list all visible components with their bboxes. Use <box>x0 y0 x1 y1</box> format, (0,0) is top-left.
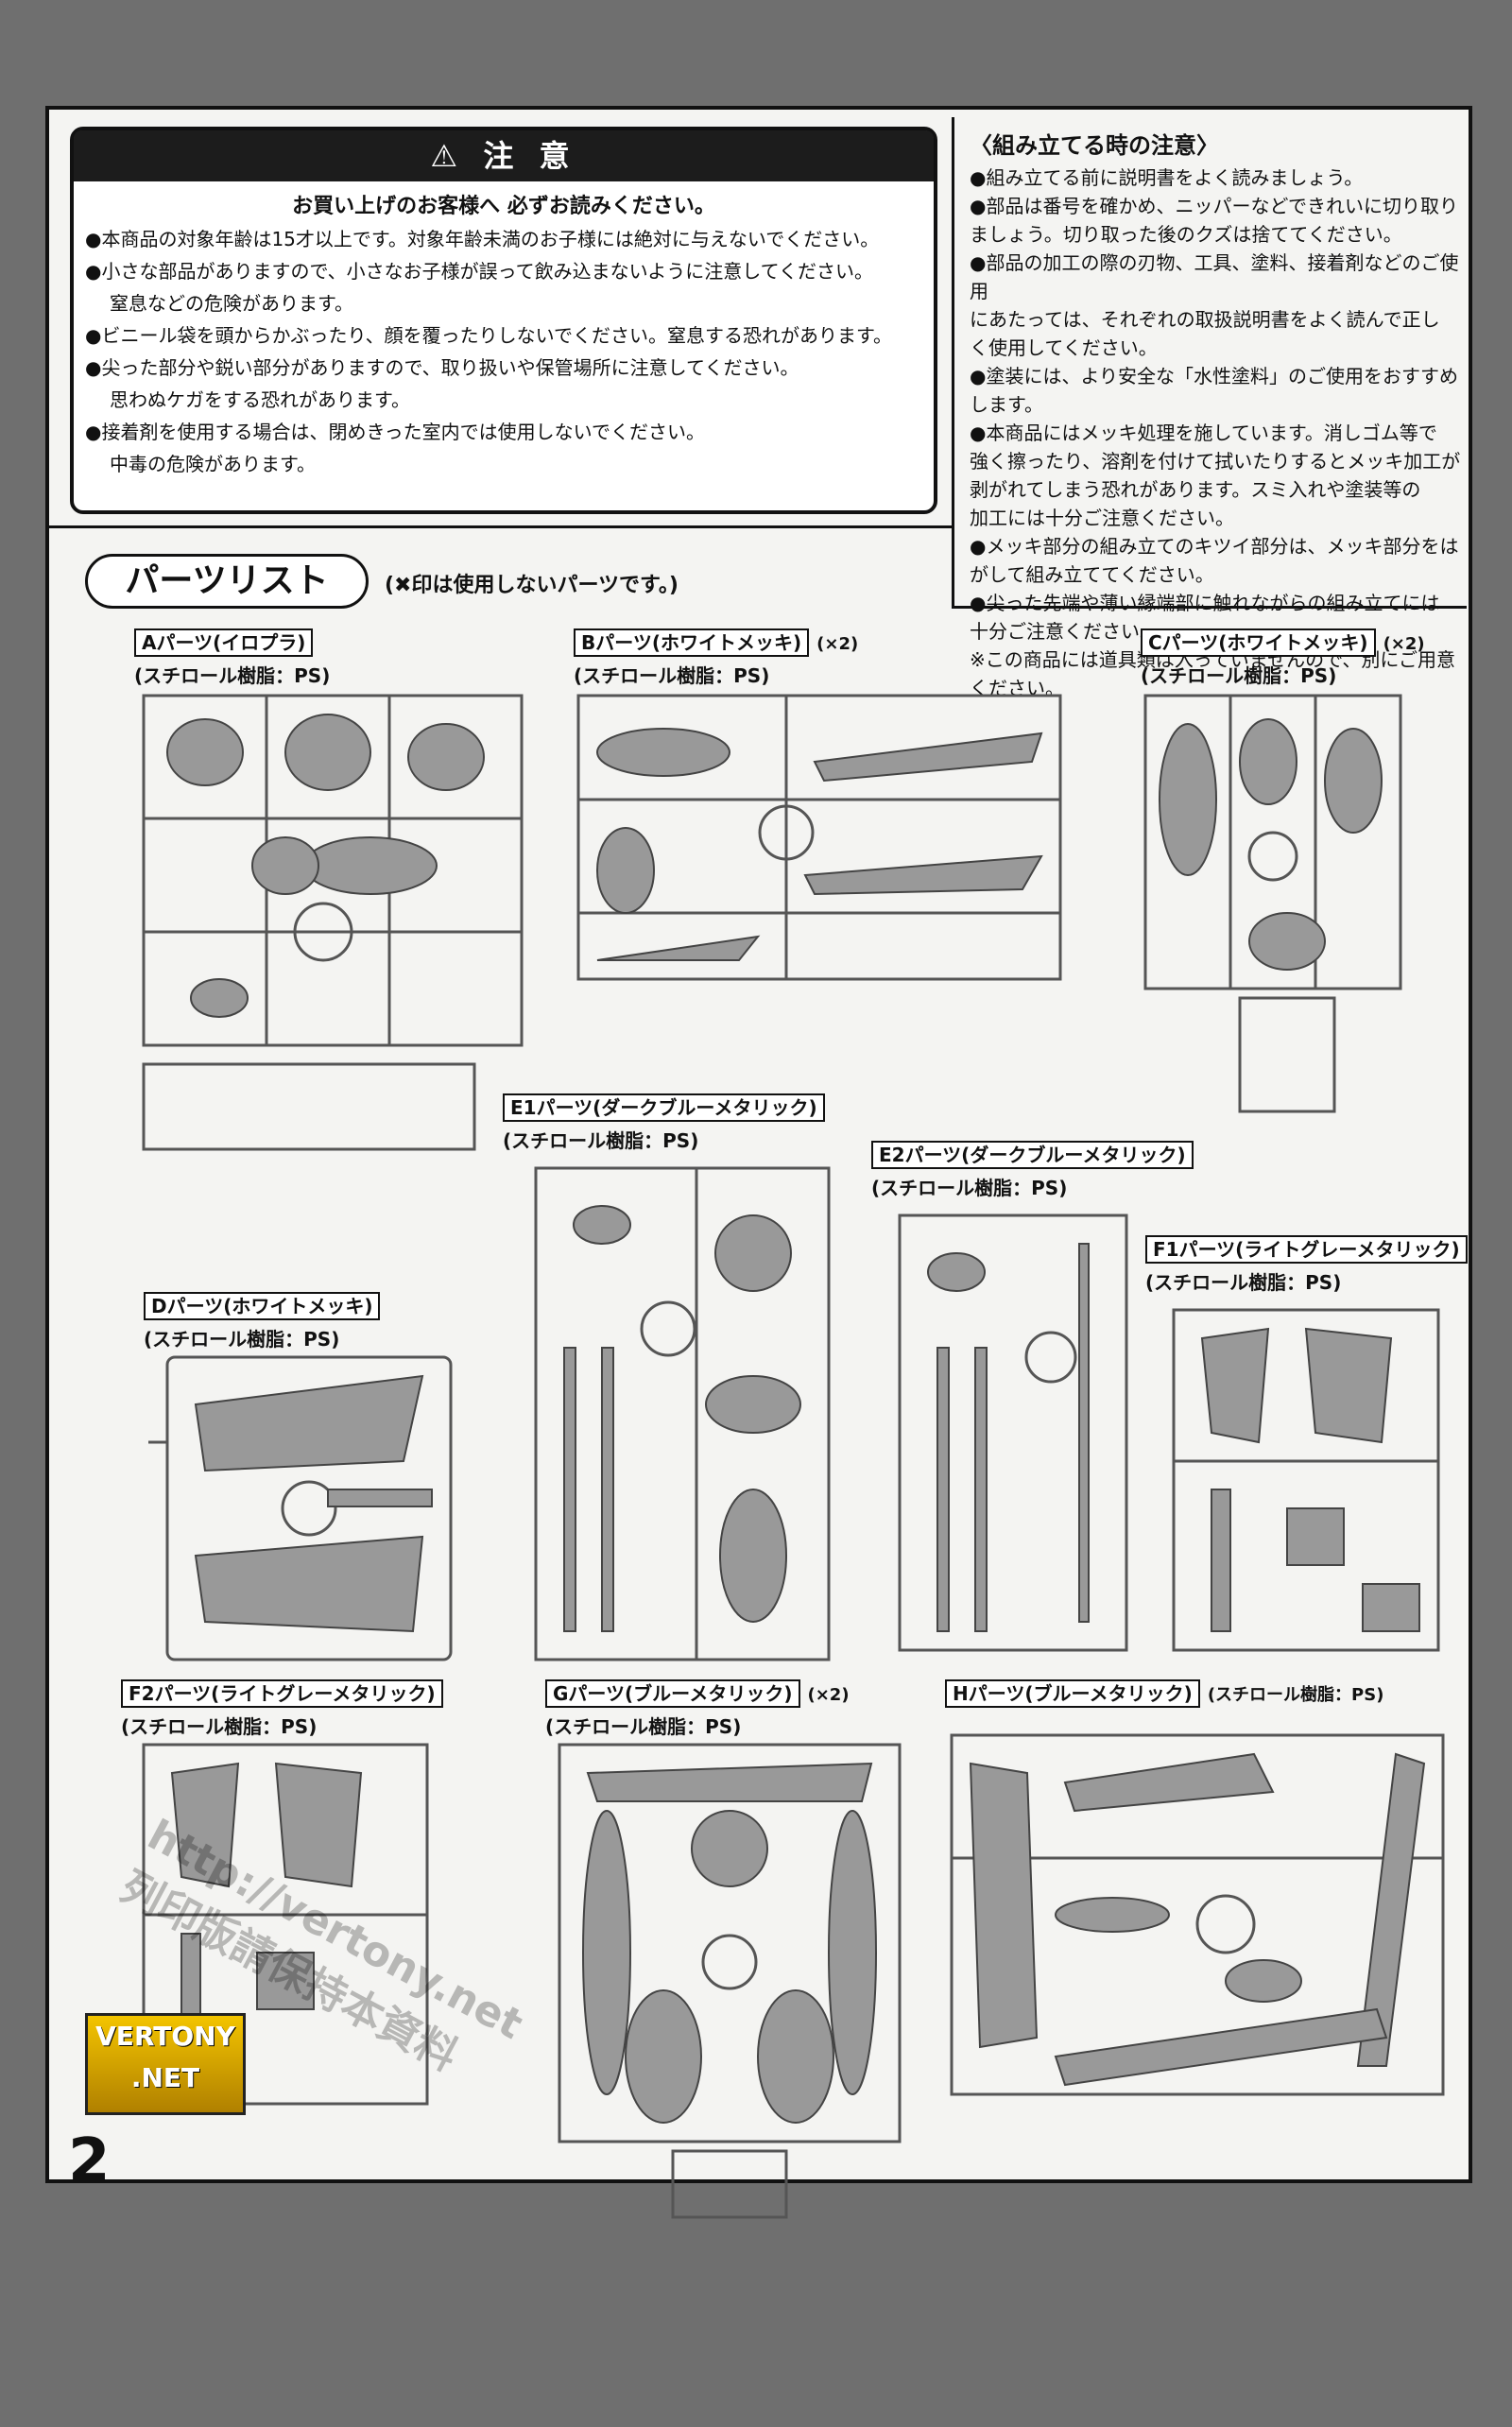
note-item: ●塗装には、より安全な「水性塗料」のご使用をおすすめします。 <box>970 365 1459 416</box>
runner-f1-illustration <box>1172 1308 1440 1652</box>
warning-box: ⚠ 注 意 お買い上げのお客様へ 必ずお読みください。 ●本商品の対象年齢は15… <box>70 127 937 514</box>
part-count: (×2) <box>807 1685 850 1705</box>
part-name: Dパーツ(ホワイトメッキ) <box>144 1292 381 1320</box>
part-name: Bパーツ(ホワイトメッキ) <box>574 628 810 657</box>
logo-line: VERTONY <box>95 2021 235 2052</box>
part-name: F1パーツ(ライトグレーメタリック) <box>1145 1235 1468 1264</box>
part-material: (スチロール樹脂：PS) <box>574 664 770 687</box>
part-material: (スチロール樹脂：PS) <box>1207 1685 1384 1705</box>
part-label-e2: E2パーツ(ダークブルーメタリック) (スチロール樹脂：PS) <box>871 1140 1194 1200</box>
note-item: ●本商品にはメッキ処理を施しています。消しゴム等で 強く擦ったり、溶剤を付けて拭… <box>970 422 1461 529</box>
runner-c-illustration <box>1143 694 1402 1113</box>
part-name: Aパーツ(イロプラ) <box>134 628 314 657</box>
note-item: ●組み立てる前に説明書をよく読みましょう。 <box>970 166 1364 189</box>
warning-item: ●ビニール袋を頭からかぶったり、顔を覆ったりしないでください。窒息する恐れがあり… <box>85 324 893 347</box>
assembly-notes-title: 〈組み立てる時の注意〉 <box>970 132 1219 159</box>
warning-heading: ⚠ 注 意 <box>74 130 934 181</box>
runner-e1-illustration <box>534 1166 831 1661</box>
parts-list-note: (✖印は使用しないパーツです。) <box>385 574 679 597</box>
part-material: (スチロール樹脂：PS) <box>503 1129 699 1152</box>
note-item: ●メッキ部分の組み立てのキツイ部分は、メッキ部分をは がして組み立ててください。 <box>970 535 1459 586</box>
part-label-d: Dパーツ(ホワイトメッキ) (スチロール樹脂：PS) <box>144 1291 381 1351</box>
warning-list: ●本商品の対象年齢は15才以上です。対象年齢未満のお子様には絶対に与えないでくだ… <box>85 223 922 480</box>
part-count: (×2) <box>1383 634 1425 654</box>
part-count: (×2) <box>816 634 859 654</box>
runner-g-illustration <box>558 1743 902 2219</box>
part-name: E2パーツ(ダークブルーメタリック) <box>871 1141 1194 1169</box>
warning-item: ●尖った部分や鋭い部分がありますので、取り扱いや保管場所に注意してください。 <box>85 356 799 379</box>
part-label-h: Hパーツ(ブルーメタリック) (スチロール樹脂：PS) <box>945 1678 1384 1708</box>
runner-f2-illustration <box>142 1743 429 2106</box>
part-label-e1: E1パーツ(ダークブルーメタリック) (スチロール樹脂：PS) <box>503 1093 825 1153</box>
assembly-notes-list: ●組み立てる前に説明書をよく読みましょう。 ●部品は番号を確かめ、ニッパーなどで… <box>970 164 1467 702</box>
part-material: (スチロール樹脂：PS) <box>545 1715 742 1738</box>
warning-item: ●本商品の対象年齢は15才以上です。対象年齢未満のお子様には絶対に与えないでくだ… <box>85 228 880 250</box>
runner-a-illustration <box>142 694 524 1151</box>
runner-e2-illustration <box>898 1214 1128 1652</box>
runner-d-illustration <box>148 1355 453 1661</box>
part-material: (スチロール樹脂：PS) <box>121 1715 318 1738</box>
part-label-a: Aパーツ(イロプラ) (スチロール樹脂：PS) <box>134 628 330 688</box>
logo-line: .NET <box>130 2062 200 2093</box>
part-label-b: Bパーツ(ホワイトメッキ) (×2) (スチロール樹脂：PS) <box>574 628 858 688</box>
warning-item: 中毒の危険があります。 <box>110 453 316 475</box>
part-material: (スチロール樹脂：PS) <box>144 1328 340 1351</box>
warning-subheading: お買い上げのお客様へ 必ずお読みください。 <box>292 195 715 218</box>
runner-b-illustration <box>576 694 1062 981</box>
part-name: Cパーツ(ホワイトメッキ) <box>1141 628 1376 657</box>
warning-item: ●小さな部品がありますので、小さなお子様が誤って飲み込まないように注意してくださ… <box>85 260 874 283</box>
part-material: (スチロール樹脂：PS) <box>134 664 331 687</box>
part-label-f1: F1パーツ(ライトグレーメタリック) (スチロール樹脂：PS) <box>1145 1234 1468 1295</box>
warning-item: 窒息などの危険があります。 <box>110 292 353 315</box>
warning-item: 思わぬケガをする恐れがあります。 <box>110 388 410 411</box>
part-material: (スチロール樹脂：PS) <box>1141 664 1337 687</box>
warning-item: ●接着剤を使用する場合は、閉めきった室内では使用しないでください。 <box>85 421 706 443</box>
note-item: ●尖った先端や薄い縁端部に触れながらの組み立てには 十分ご注意ください。 <box>970 592 1440 643</box>
part-name: Gパーツ(ブルーメタリック) <box>545 1679 800 1708</box>
part-name: F2パーツ(ライトグレーメタリック) <box>121 1679 443 1708</box>
page-number: 2 <box>68 2126 111 2196</box>
part-label-f2: F2パーツ(ライトグレーメタリック) (スチロール樹脂：PS) <box>121 1678 443 1739</box>
part-label-c: Cパーツ(ホワイトメッキ) (×2) (スチロール樹脂：PS) <box>1141 628 1425 688</box>
note-item: ●部品は番号を確かめ、ニッパーなどできれいに切り取り ましょう。切り取った後のク… <box>970 195 1459 246</box>
runner-h-illustration <box>950 1733 1445 2096</box>
part-name: E1パーツ(ダークブルーメタリック) <box>503 1093 825 1122</box>
note-item: ●部品の加工の際の刃物、工具、塗料、接着剤などのご使用 にあたっては、それぞれの… <box>970 251 1459 359</box>
manual-page: ⚠ 注 意 お買い上げのお客様へ 必ずお読みください。 ●本商品の対象年齢は15… <box>45 106 1472 2219</box>
part-name: Hパーツ(ブルーメタリック) <box>945 1679 1200 1708</box>
parts-list-title: パーツリスト <box>85 554 369 609</box>
part-label-g: Gパーツ(ブルーメタリック) (×2) (スチロール樹脂：PS) <box>545 1678 850 1739</box>
assembly-notes: 〈組み立てる時の注意〉 ●組み立てる前に説明書をよく読みましょう。 ●部品は番号… <box>952 117 1467 699</box>
vertony-logo: VERTONY .NET <box>85 2013 246 2115</box>
part-material: (スチロール樹脂：PS) <box>1145 1271 1342 1294</box>
part-material: (スチロール樹脂：PS) <box>871 1177 1068 1199</box>
divider <box>49 525 952 528</box>
